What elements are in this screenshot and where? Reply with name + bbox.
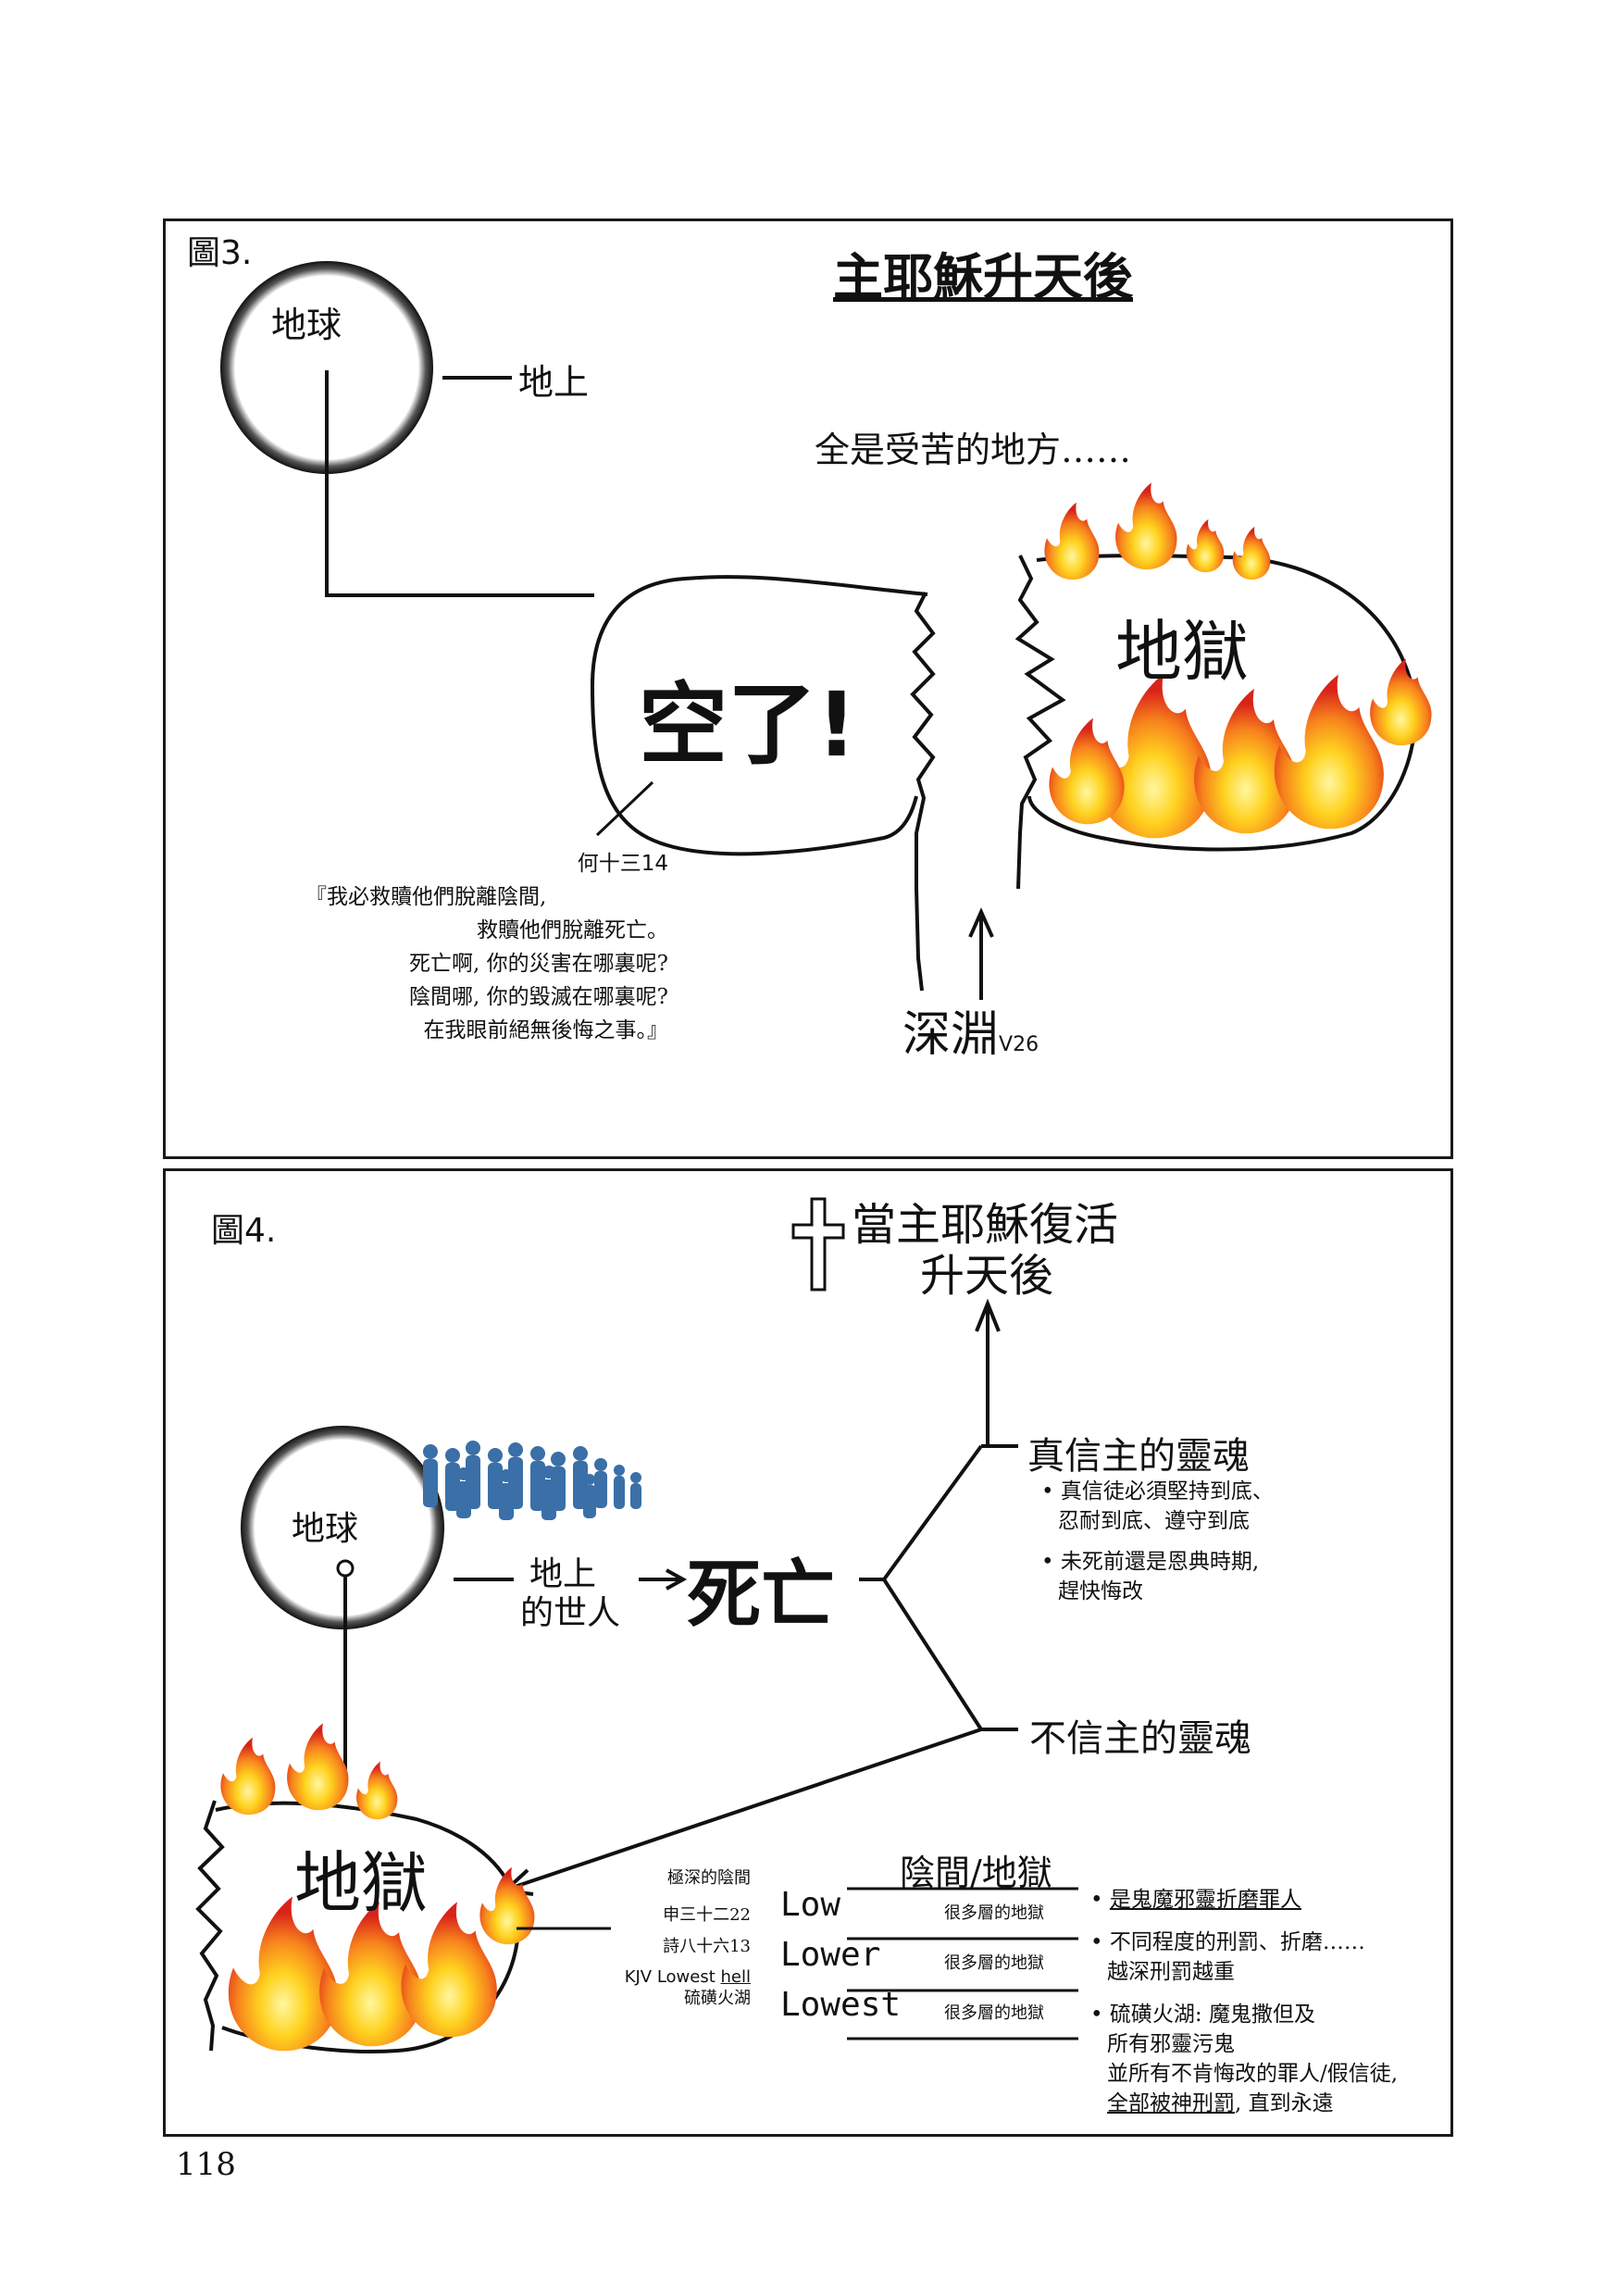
fig4-note-line: • 不同程度的刑罰、折磨……: [1090, 1930, 1365, 1954]
fig4-notes: • 是鬼魔邪靈折磨罪人 • 不同程度的刑罰、折磨…… 越深刑罰越重 • 硫磺火湖…: [1090, 1885, 1398, 2118]
fig4-ref-line: 極深的陰間: [667, 1868, 751, 1888]
fig3-right-cliff: [1014, 555, 1066, 890]
fig4-levels-title: 陰間/地獄: [900, 1853, 1052, 1893]
fig4-label: 圖4.: [211, 1212, 277, 1250]
fig3-empty-text: 空了!: [639, 673, 857, 777]
fig4-unbelievers-label: 不信主的靈魂: [1029, 1717, 1251, 1760]
figure4-panel: [163, 1168, 1453, 2137]
fig3-verse-line: 陰間哪, 你的毀滅在哪裏呢?: [409, 985, 668, 1009]
fig4-note-line: 所有邪靈污鬼: [1107, 2032, 1235, 2056]
fig3-verse-block: 何十三14 『我必救贖他們脫離陰間, 救贖他們脫離死亡。 死亡啊, 你的災害在哪…: [305, 847, 668, 1047]
fig3-earth-globe: [220, 261, 433, 474]
fig4-people-line1: 地上: [529, 1555, 597, 1593]
fig4-note-line: • 硫磺火湖: 魔鬼撒但及: [1090, 2003, 1315, 2027]
fig4-note-line: 趕快悔改: [1058, 1579, 1143, 1603]
fig3-earth-label: 地球: [271, 305, 342, 345]
fig4-level-desc: 很多層的地獄: [944, 2003, 1044, 2023]
page-number: 118: [176, 2146, 236, 2183]
fig3-verse-line: 『我必救贖他們脫離陰間,: [305, 885, 547, 909]
fig4-note-line: 並所有不肯悔改的罪人/假信徒,: [1107, 2062, 1399, 2086]
fig3-abyss-ref: V26: [999, 1033, 1039, 1056]
fig4-title-line1: 當主耶穌復活: [852, 1199, 1119, 1251]
fig4-level-name: Low: [780, 1886, 841, 1924]
fig3-ground-label: 地上: [518, 362, 590, 403]
fig3-label: 圖3.: [187, 234, 253, 272]
fig4-note-line: • 真信徒必須堅持到底、: [1041, 1479, 1274, 1504]
fig3-verse-line: 死亡啊, 你的災害在哪裏呢?: [409, 952, 668, 976]
fig3-suffering-text: 全是受苦的地方……: [815, 430, 1132, 470]
fig4-level-desc: 很多層的地獄: [944, 1953, 1044, 1973]
fig4-level-name: Lower: [780, 1936, 881, 1974]
fig3-verse-ref: 何十三14: [577, 852, 668, 876]
fig4-refs: 極深的陰間 申三十二22 詩八十六13 KJV Lowest hell 硫磺火湖: [560, 1863, 751, 2009]
fig4-people-label: 地上 的世人: [520, 1555, 620, 1633]
fig4-level-desc: 很多層的地獄: [944, 1903, 1044, 1923]
fig4-hell-label: 地獄: [294, 1844, 429, 1922]
figure3-panel: [163, 218, 1453, 1159]
fig4-hell-cliff: [195, 1800, 225, 2052]
fig4-believers-note: • 真信徒必須堅持到底、 忍耐到底、遵守到底: [1041, 1477, 1274, 1536]
fig4-level-name: Lowest: [780, 1986, 902, 2024]
fig4-note-line: • 未死前還是恩典時期,: [1041, 1550, 1260, 1574]
fig4-note-line: 忍耐到底、遵守到底: [1058, 1509, 1250, 1533]
fig4-ref-line: 申三十二22: [663, 1905, 751, 1925]
fig4-people-line2: 的世人: [520, 1594, 621, 1632]
fig4-ref-line: 硫磺火湖: [684, 1989, 751, 2008]
fig3-title: 主耶穌升天後: [833, 248, 1133, 306]
fig4-people-silhouettes: [423, 1441, 641, 1520]
fig4-note-line: • 是鬼魔邪靈折磨罪人: [1090, 1888, 1301, 1912]
fig4-believers-note: • 未死前還是恩典時期, 趕快悔改: [1041, 1547, 1274, 1606]
fig4-believers-label: 真信主的靈魂: [1027, 1435, 1250, 1478]
fig3-abyss-label: 深淵: [902, 1007, 1000, 1063]
fig4-death-label: 死亡: [687, 1552, 835, 1638]
fig4-earth-label: 地球: [292, 1510, 359, 1548]
fig4-believers-notes: • 真信徒必須堅持到底、 忍耐到底、遵守到底 • 未死前還是恩典時期, 趕快悔改: [1041, 1477, 1274, 1606]
fig4-cross-icon: [791, 1197, 845, 1292]
fig3-abyss: 深淵V26: [902, 995, 1039, 1065]
fig4-note-line: 全部被神刑罰, 直到永遠: [1107, 2091, 1334, 2115]
fig4-earth-globe: [241, 1426, 444, 1629]
fig4-title-line2: 升天後: [920, 1250, 1054, 1302]
fig3-hell-label: 地獄: [1115, 613, 1250, 691]
fig3-verse-line: 救贖他們脫離死亡。: [477, 918, 668, 942]
fig3-empty-cave: [590, 575, 928, 856]
fig3-left-cliff: [910, 592, 936, 992]
fig4-ref-line: 詩八十六13: [663, 1937, 751, 1956]
fig4-note-line: 越深刑罰越重: [1107, 1960, 1235, 1984]
fig3-verse-line: 在我眼前絕無後悔之事。』: [423, 1018, 669, 1042]
fig4-ref-line: KJV Lowest hell: [624, 1967, 751, 1987]
